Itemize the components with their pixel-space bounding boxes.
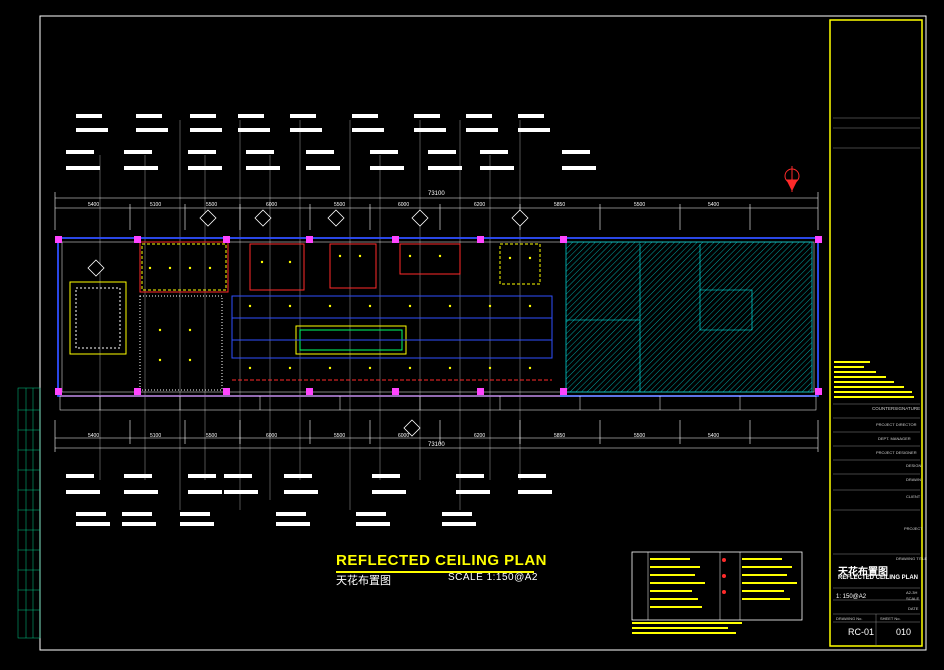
- overall-dimension-top: 73100: [428, 191, 445, 197]
- title-block-frame: [829, 19, 923, 647]
- tb-drawing-number: RC-01: [848, 627, 875, 637]
- tb-drawing-title-label: DRAWING TITLE: [896, 556, 927, 561]
- dim-bottom-6: 6200: [474, 433, 485, 439]
- dim-top-8: 5500: [634, 202, 645, 208]
- tb-scale-value: 1: 150@A2: [836, 594, 867, 600]
- dim-top-3: 6000: [266, 202, 277, 208]
- tb-sheet-number: 010: [896, 627, 912, 637]
- top-callout-labels: [66, 114, 596, 170]
- drawing-title-underline: [336, 571, 534, 573]
- dim-top-1: 5100: [150, 202, 161, 208]
- dim-bottom-0: 5400: [88, 433, 99, 439]
- tb-client-field: CLIENT: [906, 494, 921, 499]
- bottom-callout-labels: [66, 474, 552, 526]
- legend-table: [631, 551, 803, 634]
- dim-bottom-1: 5100: [150, 433, 161, 439]
- tb-dept-label: DEPT. MANAGER: [878, 436, 911, 441]
- dim-bottom-4: 5500: [334, 433, 345, 439]
- hatched-zone: [565, 241, 813, 393]
- tb-client-label: COUNTERSIGNATURE: [872, 406, 920, 411]
- tb-sheet-no-label: SHEET No.: [880, 616, 901, 621]
- dim-top-6: 6200: [474, 202, 485, 208]
- section-markers: [87, 209, 529, 437]
- tb-drawing-name-en: REFLECTED CEILING PLAN: [838, 575, 919, 581]
- tb-drawing-no-label: DRAWING No.: [836, 616, 863, 621]
- interior-rooms: [60, 241, 560, 397]
- overall-dimension-bottom: 73100: [428, 442, 445, 448]
- dim-top-5: 6000: [398, 202, 409, 208]
- light-fixtures: [148, 254, 532, 370]
- dim-bottom-7: 5850: [554, 433, 565, 439]
- tb-design-label: DESIGN: [906, 463, 921, 468]
- tb-drawn-label: DRAWN: [906, 477, 921, 482]
- tb-project-label: PROJECT DIRECTOR: [876, 422, 917, 427]
- drawing-scale: SCALE 1:150@A2: [448, 572, 538, 583]
- hatched-zone-partitions: [566, 244, 753, 392]
- dim-top-2: 5500: [206, 202, 217, 208]
- dim-top-9: 5400: [708, 202, 719, 208]
- tb-project-field: PROJECT: [904, 526, 923, 531]
- outer-frame: [39, 15, 927, 651]
- tb-designer-label: PROJECT DESIGNER: [876, 450, 917, 455]
- dim-bottom-3: 6000: [266, 433, 277, 439]
- drawing-title-en: REFLECTED CEILING PLAN: [336, 552, 548, 569]
- tb-size-label: A2-3H: [906, 590, 917, 595]
- dim-bottom-2: 5500: [206, 433, 217, 439]
- dim-top-4: 5500: [334, 202, 345, 208]
- dim-bottom-8: 5500: [634, 433, 645, 439]
- left-legend-grid: [17, 387, 41, 639]
- tb-scale-label: SCALE: [906, 596, 919, 601]
- grid-axis-lines: [99, 120, 521, 510]
- tb-drawing-name-cn: 天花布置图: [838, 567, 888, 578]
- top-dimension-lines: [54, 192, 819, 230]
- structural-columns: [55, 236, 822, 395]
- facade-strip: [59, 395, 817, 411]
- title-block-revision-lines: [834, 361, 914, 398]
- dim-top-0: 5400: [88, 202, 99, 208]
- tb-date-label: DATE: [908, 606, 919, 611]
- dim-bottom-9: 5400: [708, 433, 719, 439]
- dim-top-7: 5850: [554, 202, 565, 208]
- dim-bottom-5: 6000: [398, 433, 409, 439]
- drawing-title-cn: 天花布置图: [336, 575, 391, 587]
- north-arrow-icon: [784, 166, 800, 192]
- title-block-rows: [833, 117, 920, 646]
